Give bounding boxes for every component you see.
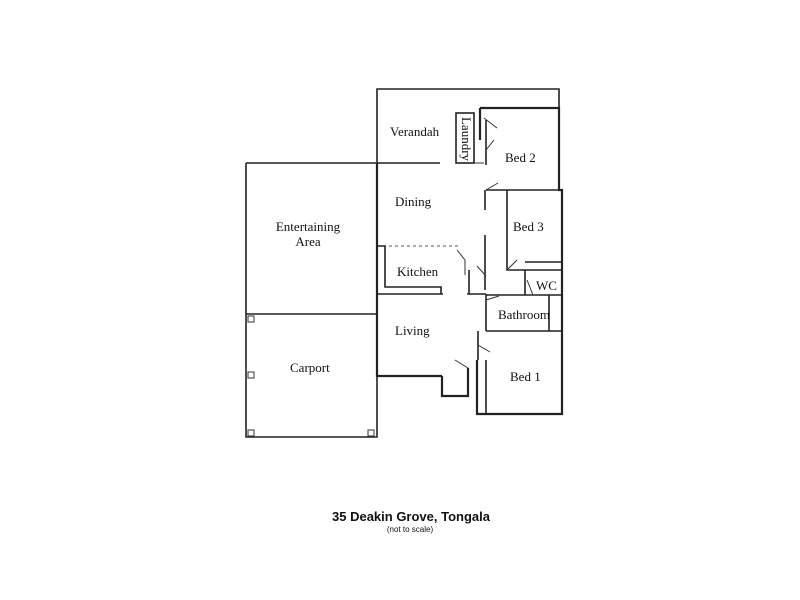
room-label-bed-3: Bed 3: [513, 219, 544, 234]
laundry-outline: [455, 112, 498, 164]
carport-outline: [245, 314, 378, 438]
room-label-verandah: Verandah: [390, 124, 440, 139]
room-label-entertaining-line1: Entertaining: [275, 219, 341, 234]
plan-caption-subtitle: (not to scale): [386, 525, 434, 534]
room-label-bed-1: Bed 1: [510, 369, 541, 384]
room-label-bed-2: Bed 2: [505, 150, 536, 165]
entertaining-area-outline: [245, 162, 376, 315]
living-bed1-walls: [454, 331, 491, 414]
room-label-entertaining-line2: Area: [295, 234, 321, 249]
bedroom-walls: [484, 120, 559, 271]
house-exterior-walls: [375, 106, 564, 416]
room-label-bathroom: Bathroom: [498, 307, 550, 322]
room-label-dining: Dining: [395, 194, 432, 209]
room-label-kitchen: Kitchen: [397, 264, 439, 279]
wet-areas-outline: [485, 261, 562, 332]
plan-caption-title: 35 Deakin Grove, Tongala: [332, 509, 490, 524]
room-label-wc: WC: [536, 278, 557, 293]
room-label-laundry: Laundry: [459, 116, 474, 162]
room-label-living: Living: [395, 323, 430, 338]
room-label-carport: Carport: [290, 360, 330, 375]
verandah-outline: [376, 88, 560, 164]
kitchen-outline: [377, 235, 487, 295]
